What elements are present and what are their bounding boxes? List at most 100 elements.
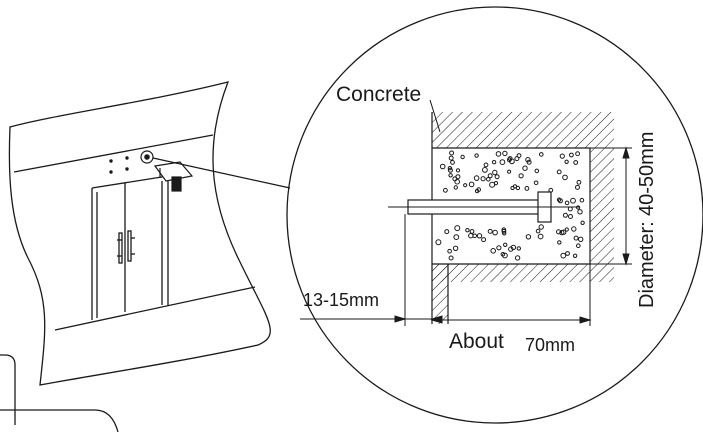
- filler-dot: [463, 183, 468, 188]
- filler-dot: [579, 197, 585, 203]
- filler-dot: [522, 165, 528, 171]
- filler-dot: [448, 155, 454, 161]
- filler-dot: [487, 228, 493, 234]
- filler-dot: [460, 154, 465, 160]
- filler-dot: [468, 181, 475, 188]
- depth-prefix-label: About: [449, 330, 504, 353]
- filler-dot: [448, 173, 453, 178]
- depth-value-label: 70mm: [525, 335, 575, 355]
- filler-dot: [490, 248, 497, 254]
- filler-dot: [570, 197, 576, 204]
- filler-dot: [514, 156, 520, 162]
- filler-dot: [476, 233, 483, 239]
- filler-dot: [539, 152, 544, 157]
- filler-dot: [486, 177, 491, 182]
- edge-distance-label: 13-15mm: [303, 290, 379, 310]
- filler-dot: [525, 157, 531, 163]
- filler-dot: [537, 233, 544, 240]
- filler-dot: [502, 252, 508, 259]
- filler-dot: [514, 255, 521, 261]
- filler-dot: [435, 239, 442, 246]
- filler-dot: [439, 163, 446, 170]
- filler-dot: [444, 229, 450, 235]
- filler-dot: [453, 234, 460, 241]
- wall-top-line: [13, 134, 214, 173]
- filler-dot: [480, 176, 486, 182]
- filler-dot: [502, 150, 508, 157]
- door-handle-left: [118, 232, 123, 264]
- filler-dot: [489, 181, 496, 188]
- filler-dot: [455, 168, 461, 173]
- mounting-bracket: [140, 150, 194, 192]
- filler-dot: [481, 237, 487, 243]
- filler-dot: [518, 173, 524, 179]
- filler-dot: [507, 169, 512, 174]
- filler-dot: [556, 169, 562, 175]
- filler-dot: [538, 224, 544, 230]
- filler-dot: [483, 162, 489, 168]
- filler-dot: [501, 227, 507, 233]
- filler-dot: [448, 255, 454, 261]
- filler-dot: [559, 153, 565, 159]
- filler-dot: [510, 244, 517, 251]
- filler-dot: [577, 209, 583, 215]
- filler-dot: [575, 151, 580, 157]
- diameter-value-label: 40-50mm: [636, 132, 658, 216]
- filler-dot: [447, 248, 452, 254]
- filler-dot: [556, 229, 562, 235]
- filler-dot: [493, 181, 499, 186]
- filler-dot: [533, 180, 539, 186]
- filler-dot: [525, 234, 532, 240]
- filler-dot: [573, 235, 579, 241]
- filler-dot: [573, 160, 579, 165]
- filler-dot: [449, 150, 455, 156]
- filler-dot: [454, 225, 461, 232]
- concrete-leader: [429, 99, 441, 133]
- filler-dot: [565, 251, 570, 256]
- filler-dot: [510, 185, 515, 191]
- detail-leader-line: [152, 157, 291, 189]
- filler-dot: [474, 153, 479, 158]
- filler-dot: [556, 197, 562, 202]
- diameter-prefix-label: Diameter:: [636, 221, 658, 308]
- filler-dot: [491, 160, 497, 165]
- filler-dot: [454, 178, 461, 185]
- filler-dot: [496, 245, 502, 251]
- detail-content: [388, 112, 614, 324]
- filler-dot: [452, 245, 459, 252]
- filler-dot: [557, 240, 562, 245]
- filler-dot: [482, 167, 488, 173]
- depth-dimension: [430, 264, 592, 326]
- filler-dot: [455, 174, 461, 180]
- mounting-holes: [109, 156, 129, 174]
- floor-line: [54, 286, 256, 331]
- door-handle-right: [127, 230, 132, 262]
- filler-dot: [571, 226, 577, 232]
- filler-dot: [564, 200, 570, 206]
- filler-dot: [453, 185, 458, 190]
- wall-outline: [8, 81, 271, 386]
- filler-dot: [506, 157, 512, 163]
- partial-callout-boxes: [0, 354, 119, 433]
- filler-dot: [516, 246, 521, 251]
- concrete-label: Concrete: [336, 83, 421, 106]
- detail-circle: [286, 6, 703, 424]
- filler-dot: [473, 175, 480, 181]
- filler-dot: [535, 228, 541, 234]
- filler-dot: [560, 252, 567, 259]
- filler-dot: [468, 233, 474, 239]
- filler-dots: [435, 150, 585, 261]
- filler-dot: [559, 230, 565, 236]
- filler-dot: [575, 184, 580, 190]
- filler-dot: [568, 214, 573, 219]
- filler-dot: [465, 228, 470, 233]
- filler-dot: [447, 166, 453, 171]
- filler-dot: [492, 229, 498, 236]
- filler-dot: [562, 212, 568, 218]
- filler-dot: [492, 169, 498, 176]
- filler-dot: [524, 186, 530, 191]
- filler-dot: [564, 227, 569, 232]
- filler-dot: [580, 220, 585, 226]
